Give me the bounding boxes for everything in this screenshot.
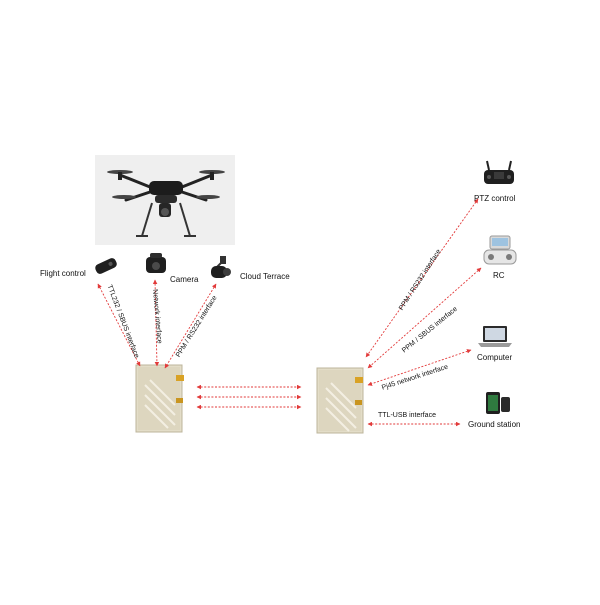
tablet-ground-station-icon bbox=[486, 392, 510, 414]
gimbal-camera-icon bbox=[211, 256, 231, 278]
link-flight-control bbox=[97, 283, 141, 367]
ptz-control-label: PTZ control bbox=[474, 194, 516, 203]
computer-label: Computer bbox=[477, 353, 513, 362]
rc-label: RC bbox=[493, 271, 505, 280]
connection-links bbox=[97, 198, 482, 427]
link-rc bbox=[367, 267, 482, 369]
radio-module-icon bbox=[135, 364, 184, 433]
cloud-terrace-label: Cloud Terrace bbox=[240, 272, 290, 281]
flight-controller-icon bbox=[95, 258, 117, 274]
handheld-rc-icon bbox=[483, 235, 517, 265]
laptop-icon bbox=[478, 326, 512, 347]
link-computer bbox=[367, 349, 472, 386]
camera-icon bbox=[146, 253, 166, 273]
ground-station-label: Ground station bbox=[468, 420, 521, 429]
remote-controller-icon bbox=[484, 160, 514, 184]
flight-control-label: Flight control bbox=[40, 269, 86, 278]
ttl-usb-interface-label: TTL-USB interface bbox=[378, 412, 436, 419]
radio-module-icon bbox=[316, 367, 364, 434]
drone-icon bbox=[95, 155, 235, 245]
camera-label: Camera bbox=[170, 275, 199, 284]
link-cloud-terrace bbox=[164, 283, 217, 369]
